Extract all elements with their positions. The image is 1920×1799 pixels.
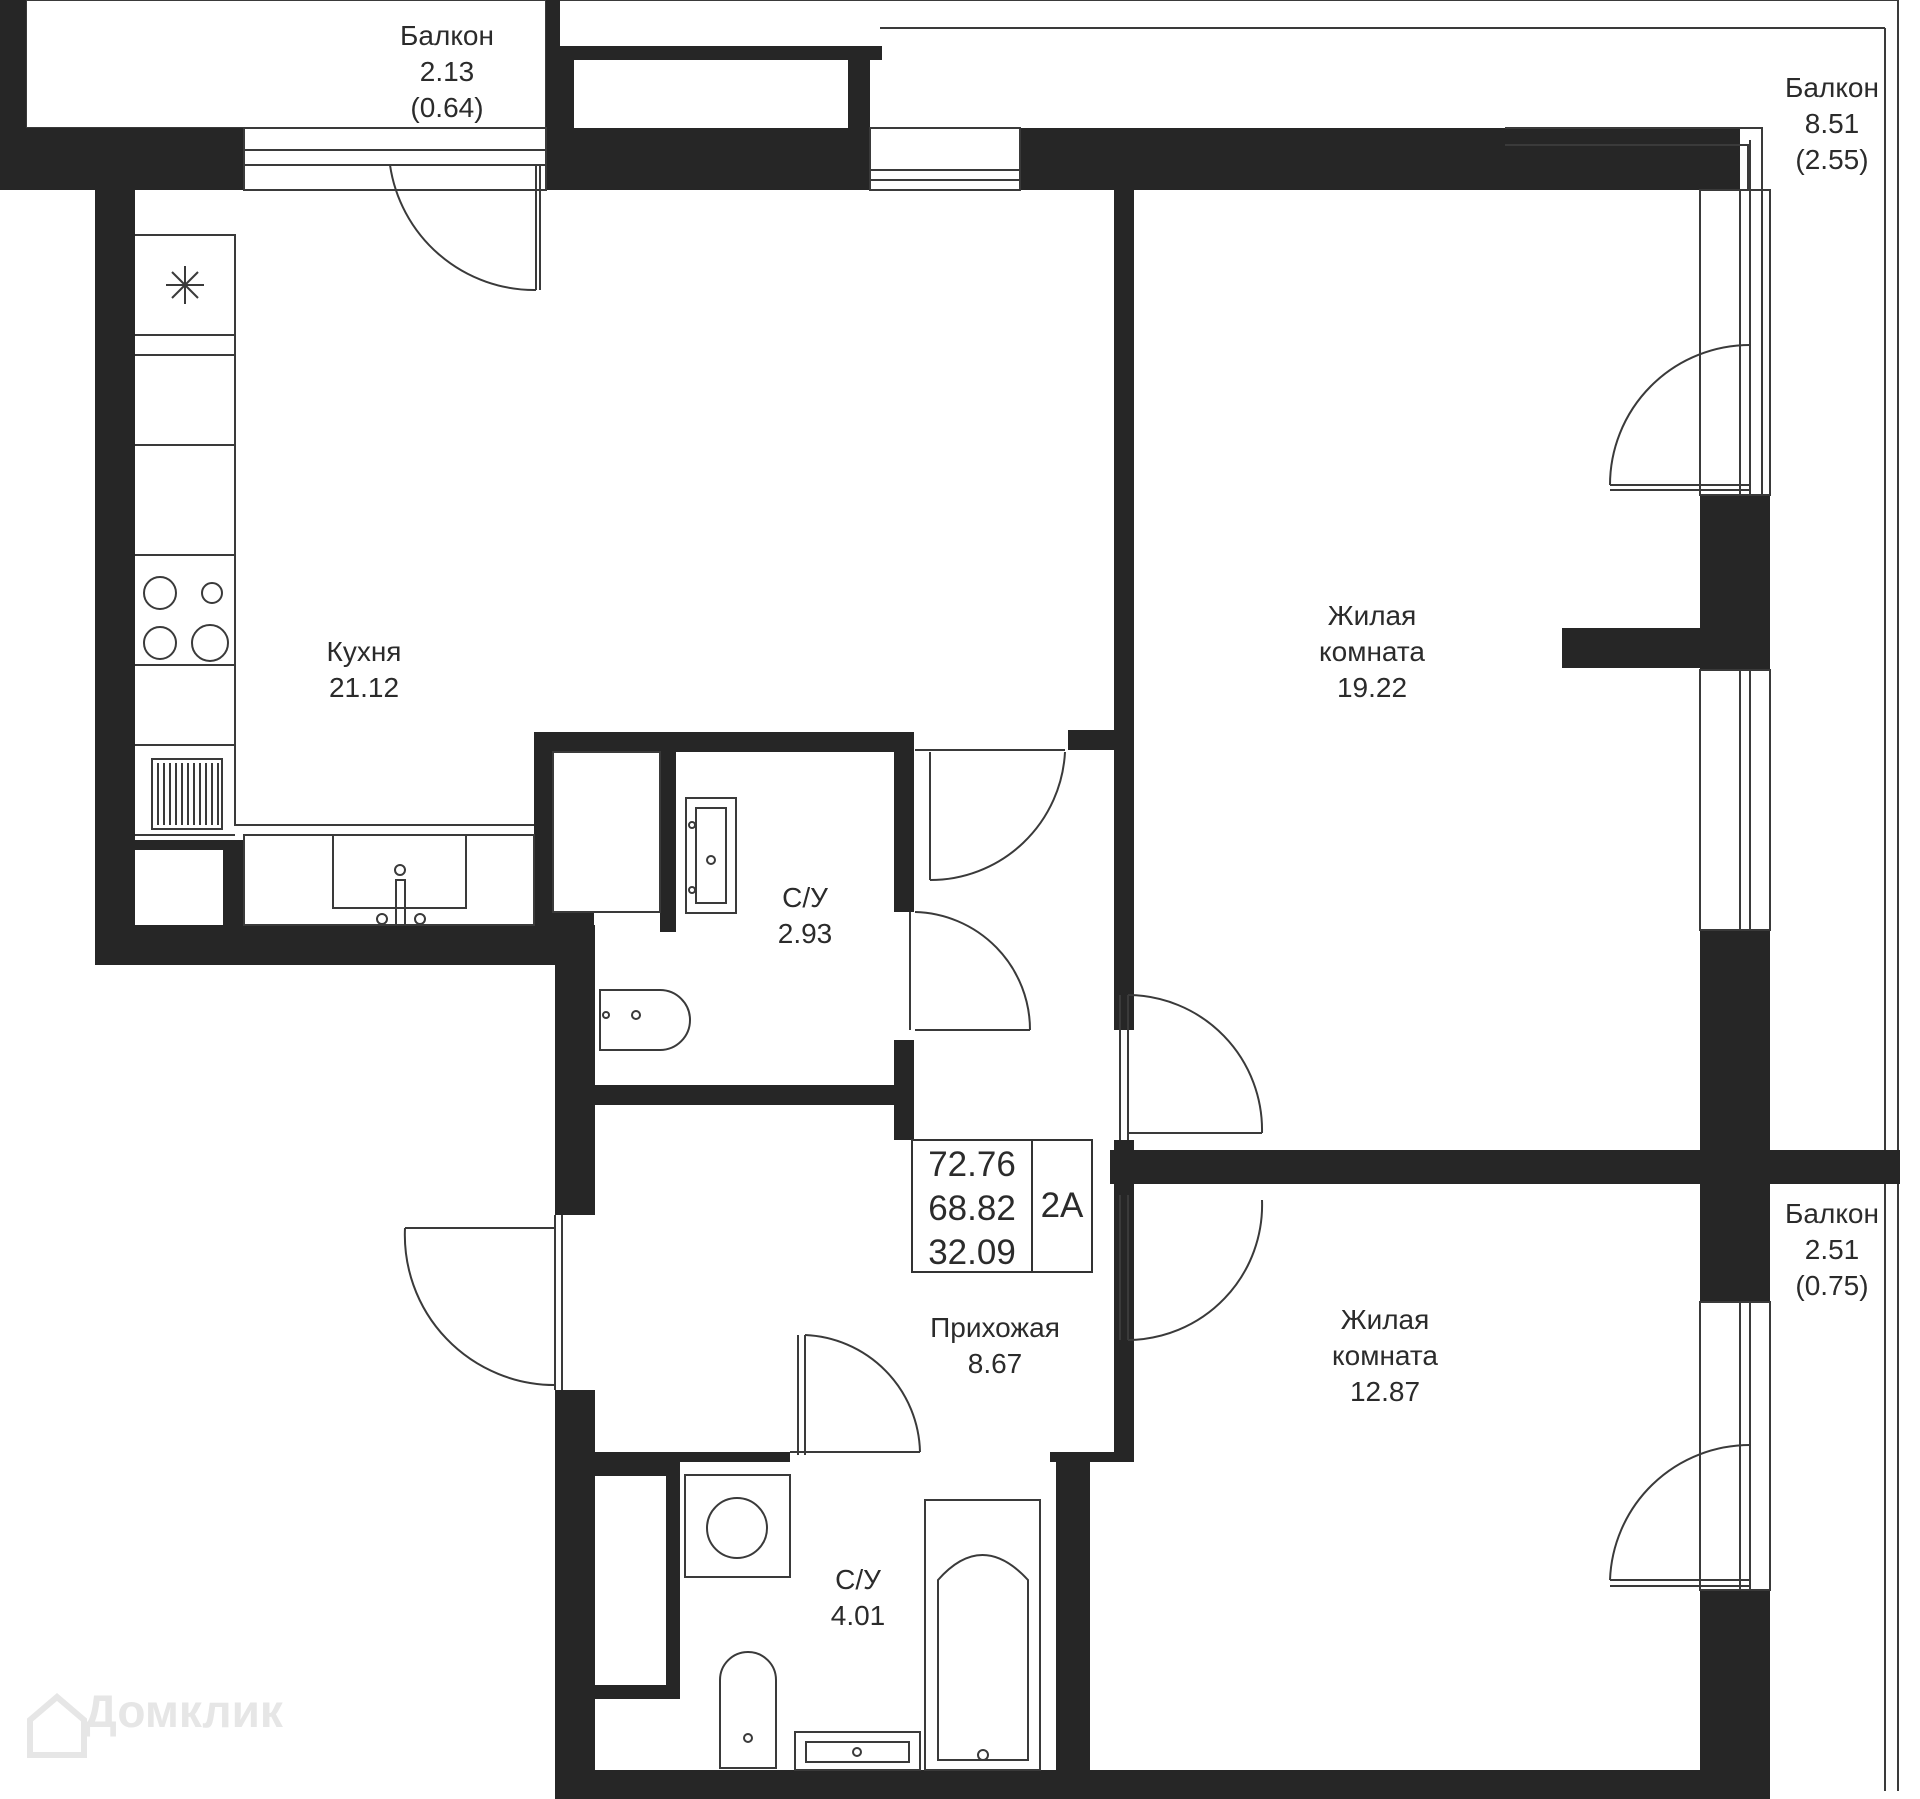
room-area-coefficient: (0.64) — [410, 92, 484, 123]
room-area: 8.67 — [967, 1348, 1023, 1379]
bathroom-1-label: С/У 2.93 — [778, 880, 833, 952]
area-summary-box: 72.76 68.82 32.09 2А — [911, 1139, 1093, 1273]
area-summary-values: 72.76 68.82 32.09 — [913, 1141, 1033, 1273]
room-name-line-1: Жилая — [1340, 1304, 1430, 1335]
room-area: 19.22 — [1336, 672, 1408, 703]
exhaust-fan-icon — [166, 266, 204, 304]
bathroom-2-label: С/У 4.01 — [831, 1562, 886, 1634]
dishwasher-icon — [151, 758, 223, 830]
living-area: 32.09 — [928, 1233, 1016, 1272]
kitchen-label: Кухня 21.12 — [327, 634, 402, 706]
total-area: 72.76 — [928, 1145, 1016, 1184]
balcony-top-label: Балкон 2.13 (0.64) — [400, 18, 494, 126]
room-name: Балкон — [400, 20, 494, 51]
living-room-2-label: Жилая комната 12.87 — [1332, 1302, 1438, 1410]
balcony-right-bottom-label: Балкон 2.51 (0.75) — [1785, 1196, 1879, 1304]
toilet-icon — [599, 989, 692, 1051]
room-name: С/У — [835, 1564, 881, 1595]
room-area: 2.51 — [1804, 1234, 1860, 1265]
room-area-coefficient: (2.55) — [1795, 144, 1869, 175]
washing-machine-icon — [706, 1497, 768, 1559]
area-without-balconies: 68.82 — [928, 1189, 1016, 1228]
sink-icon — [332, 834, 467, 926]
room-area-coefficient: (0.75) — [1795, 1270, 1869, 1301]
room-name: С/У — [782, 882, 828, 913]
room-name-line-2: комната — [1332, 1340, 1438, 1371]
room-area: 2.93 — [777, 918, 833, 949]
house-logo-icon — [27, 1693, 87, 1758]
room-name: Балкон — [1785, 72, 1879, 103]
room-area: 21.12 — [328, 672, 400, 703]
door-swings — [389, 164, 1751, 1587]
toilet-icon — [719, 1651, 777, 1769]
room-name-line-1: Жилая — [1327, 600, 1417, 631]
room-name-line-2: комната — [1319, 636, 1425, 667]
balcony-right-top-label: Балкон 8.51 (2.55) — [1785, 70, 1879, 178]
room-area: 4.01 — [830, 1600, 886, 1631]
room-area: 12.87 — [1349, 1376, 1421, 1407]
room-name: Балкон — [1785, 1198, 1879, 1229]
room-area: 8.51 — [1804, 108, 1860, 139]
apartment-type: 2А — [1040, 1186, 1084, 1225]
balcony-outlines — [25, 0, 1899, 1791]
room-area: 2.13 — [419, 56, 475, 87]
room-name: Прихожая — [930, 1312, 1060, 1343]
watermark-text: Домклик — [84, 1685, 283, 1737]
room-name: Кухня — [326, 636, 402, 667]
bathtub-icon — [937, 1554, 1029, 1761]
stove-icon — [143, 576, 229, 662]
bathroom-2-fixtures — [684, 1474, 1041, 1771]
hallway-label: Прихожая 8.67 — [930, 1310, 1060, 1382]
living-room-1-label: Жилая комната 19.22 — [1319, 598, 1425, 706]
bathroom-1-fixtures — [552, 751, 737, 914]
